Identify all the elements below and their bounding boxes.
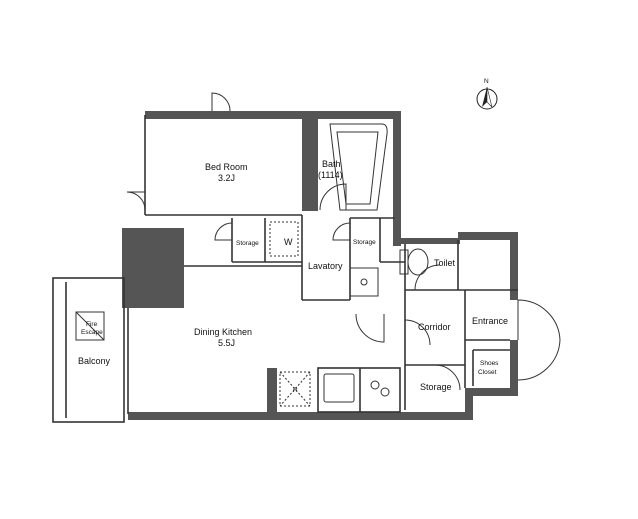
storage-bottom-name: Storage xyxy=(420,382,452,392)
room-labels: Bed Room 3.2J Bath (1114) Storage W Stor… xyxy=(78,159,508,394)
refrigerator-name: R xyxy=(293,387,298,394)
storage-right-name: Storage xyxy=(353,239,376,246)
door-corridor-2 xyxy=(404,319,431,346)
fixtures xyxy=(75,123,429,407)
corridor-name: Corridor xyxy=(418,322,451,332)
storage-left-name: Storage xyxy=(236,240,259,247)
dining-kitchen-name: Dining Kitchen xyxy=(194,327,252,337)
wall-right-lower xyxy=(510,340,518,395)
wall-bottom-right xyxy=(465,388,518,396)
bedroom-size: 3.2J xyxy=(218,173,235,183)
door-storage-right xyxy=(332,222,351,241)
wall-toilet-top xyxy=(395,238,460,244)
north-compass: N xyxy=(476,78,498,110)
bath-name: Bath xyxy=(322,159,341,169)
bath-size: (1114) xyxy=(318,170,343,180)
entrance-name: Entrance xyxy=(472,316,508,326)
structural-walls xyxy=(122,111,518,420)
washer-space xyxy=(269,221,299,257)
stove-burner xyxy=(370,380,380,390)
partitions xyxy=(52,115,518,423)
toilet-bowl xyxy=(407,248,429,276)
wall-top-bedroom xyxy=(145,111,395,119)
door-bath xyxy=(319,183,347,211)
door-storage-bottom xyxy=(434,364,461,391)
door-bedroom-top xyxy=(211,92,231,112)
fire-escape-line2: Escape xyxy=(81,329,103,336)
door-entrance xyxy=(517,299,561,381)
door-bedroom-left xyxy=(126,191,146,211)
balcony-name: Balcony xyxy=(78,356,111,366)
column-bath xyxy=(302,111,318,211)
lavatory-name: Lavatory xyxy=(308,261,343,271)
shoes-closet-line1: Shoes xyxy=(480,360,499,367)
bedroom-name: Bed Room xyxy=(205,162,248,172)
wall-right-entrance xyxy=(510,232,518,300)
door-corridor-1 xyxy=(355,313,385,343)
wall-bottom xyxy=(128,412,473,420)
wall-right-toilet xyxy=(458,232,518,240)
wall-bottom-right-v xyxy=(465,388,473,420)
kitchen-sink xyxy=(323,373,355,403)
doors xyxy=(126,92,561,391)
dining-kitchen-size: 5.5J xyxy=(218,338,235,348)
fire-escape-line1: Fire xyxy=(86,321,98,328)
north-label: N xyxy=(484,78,489,85)
shoes-closet-line2: Closet xyxy=(478,369,497,376)
lavatory-sink xyxy=(349,267,379,297)
toilet-name: Toilet xyxy=(434,258,456,268)
column-left xyxy=(122,228,184,308)
door-storage-left xyxy=(214,222,233,241)
bathtub xyxy=(329,123,388,211)
fire-escape-hatch xyxy=(75,311,105,341)
column-kitchen xyxy=(267,368,277,414)
wall-top-bath-right xyxy=(393,111,401,246)
washer-name: W xyxy=(284,237,293,247)
door-toilet xyxy=(414,264,441,291)
